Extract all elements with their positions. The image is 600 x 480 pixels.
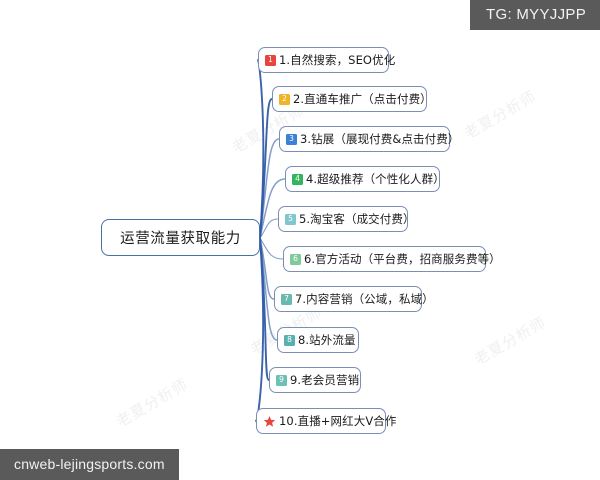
- connector-to-branch-3: [259, 138, 280, 239]
- branch-badge-9: 9: [276, 374, 287, 386]
- watermark: 老夏分析师: [461, 87, 540, 143]
- branch-node-label: 7.内容营销（公域，私域）: [295, 292, 434, 306]
- connector-to-branch-6: [259, 237, 284, 260]
- branch-node-label: 9.老会员营销: [290, 373, 360, 387]
- connector-to-branch-7: [259, 237, 275, 300]
- telegram-banner: TG: MYYJJPP: [470, 0, 600, 30]
- root-node[interactable]: 运营流量获取能力: [101, 219, 260, 256]
- connector-to-branch-9: [259, 237, 270, 381]
- connector-to-branch-1: [257, 59, 265, 239]
- telegram-banner-label: TG: MYYJJPP: [486, 6, 586, 23]
- branch-node-label: 10.直播+网红大V合作: [279, 414, 397, 428]
- watermark: 老夏分析师: [113, 375, 192, 431]
- branch-node-label: 3.钻展（展现付费&点击付费）: [300, 132, 460, 146]
- website-banner-label: cnweb-lejingsports.com: [14, 456, 165, 472]
- branch-node-label: 2.直通车推广（点击付费）: [293, 92, 432, 106]
- branch-badge-1: 1: [265, 54, 276, 66]
- branch-node-label: 6.官方活动（平台费，招商服务费等）: [304, 252, 501, 266]
- connector-to-branch-5: [259, 218, 279, 239]
- branch-node-10[interactable]: 10.直播+网红大V合作: [256, 408, 396, 434]
- watermark: 老夏分析师: [471, 313, 550, 369]
- connector-to-branch-10: [255, 237, 265, 422]
- branch-node-label: 5.淘宝客（成交付费）: [299, 212, 415, 226]
- branch-badge-2: 2: [279, 93, 290, 105]
- branch-node-label: 4.超级推荐（个性化人群）: [306, 172, 445, 186]
- branch-node-label: 1.自然搜索，SEO优化: [279, 53, 396, 67]
- branch-node-label: 8.站外流量: [298, 333, 356, 347]
- branch-badge-7: 7: [281, 293, 292, 305]
- branch-badge-5: 5: [285, 213, 296, 225]
- branch-badge-6: 6: [290, 253, 301, 265]
- star-icon: [263, 415, 276, 428]
- connector-to-branch-2: [259, 98, 273, 239]
- branch-badge-4: 4: [292, 173, 303, 185]
- root-node-label: 运营流量获取能力: [120, 231, 241, 247]
- branch-badge-8: 8: [284, 334, 295, 346]
- branch-badge-3: 3: [286, 133, 297, 145]
- website-banner: cnweb-lejingsports.com: [0, 449, 179, 480]
